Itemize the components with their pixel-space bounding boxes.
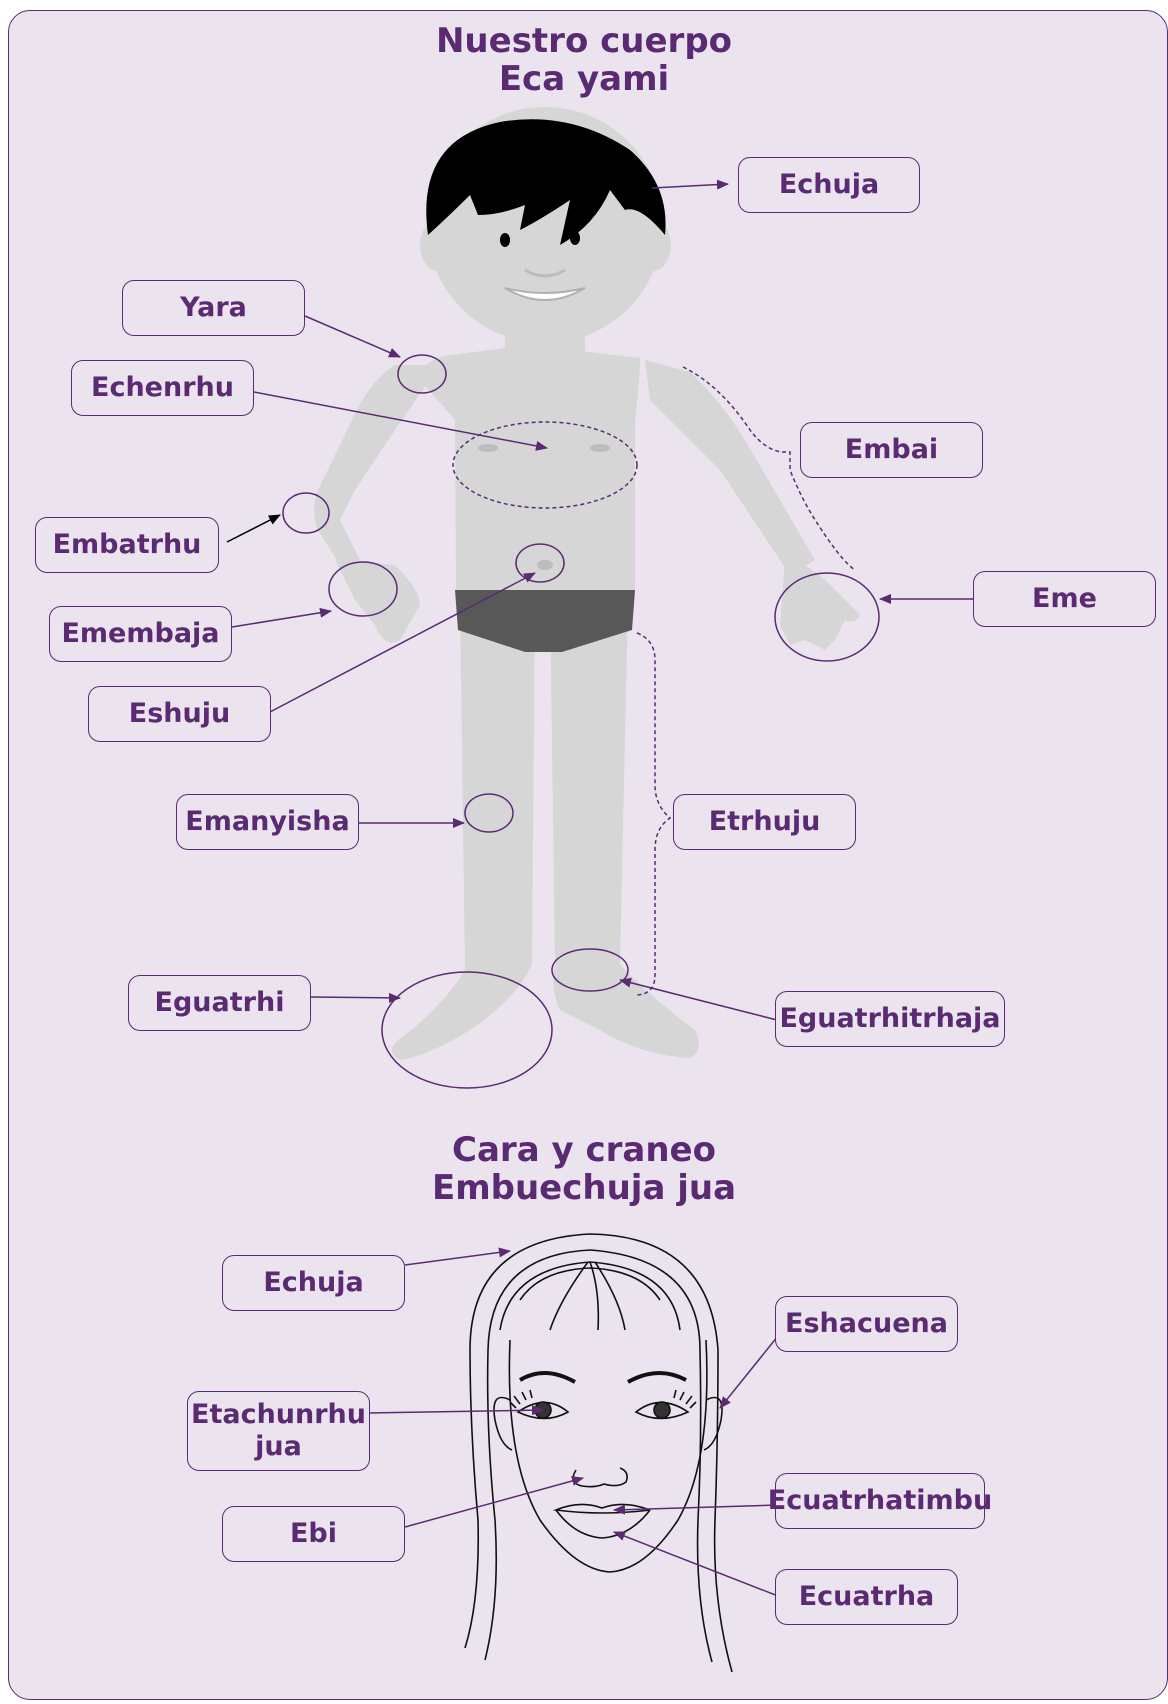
face-title-line2: Embuechuja jua xyxy=(0,1169,1168,1207)
label-arm: Embai xyxy=(800,422,983,478)
label-chest: Echenrhu xyxy=(71,360,254,416)
label-eye-line1: Etachunrhu xyxy=(191,1399,366,1431)
left-arm xyxy=(314,365,440,565)
face-drawing xyxy=(465,1234,732,1672)
label-mouth: Ecuatrha xyxy=(775,1569,958,1625)
body-title: Nuestro cuerpo Eca yami xyxy=(0,22,1168,98)
label-leg: Etrhuju xyxy=(673,794,856,850)
face-title-line1: Cara y craneo xyxy=(0,1131,1168,1169)
left-ear xyxy=(420,219,456,271)
label-shoulder: Yara xyxy=(122,280,305,336)
label-lips: Ecuatrhatimbu xyxy=(775,1473,985,1529)
label-ear: Eshacuena xyxy=(775,1296,958,1352)
label-eye: Etachunrhu jua xyxy=(187,1391,370,1471)
left-leg xyxy=(392,600,535,1060)
label-wrist: Emembaja xyxy=(49,606,232,662)
face-title: Cara y craneo Embuechuja jua xyxy=(0,1131,1168,1207)
label-navel: Eshuju xyxy=(88,686,271,742)
label-foot: Eguatrhi xyxy=(128,975,311,1031)
body-title-line1: Nuestro cuerpo xyxy=(0,22,1168,60)
right-ear xyxy=(635,219,671,271)
label-elbow: Embatrhu xyxy=(35,517,219,573)
label-nose: Ebi xyxy=(222,1506,405,1562)
label-knee: Emanyisha xyxy=(176,794,359,850)
left-hand xyxy=(335,560,420,643)
label-ankle: Eguatrhitrhaja xyxy=(775,991,1005,1047)
boy-right-eye xyxy=(570,231,580,245)
label-hand: Eme xyxy=(973,571,1156,627)
body-title-line2: Eca yami xyxy=(0,60,1168,98)
label-face-hair: Echuja xyxy=(222,1255,405,1311)
boy-left-eye xyxy=(500,233,510,247)
label-eye-line2: jua xyxy=(255,1431,302,1463)
label-hair: Echuja xyxy=(738,157,920,213)
